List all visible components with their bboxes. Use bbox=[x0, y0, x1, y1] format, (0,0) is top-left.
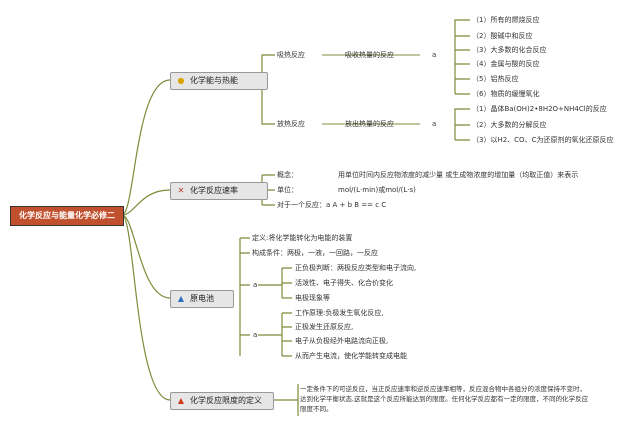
cell-group2-item: 工作原理:负极发生氧化反应, bbox=[295, 309, 384, 317]
exo-item: （2）大多数的分解反应 bbox=[472, 121, 547, 129]
branch-rate-label: 化学反应速率 bbox=[190, 186, 238, 195]
endo-item: （1）所有的燃烧反应 bbox=[472, 16, 540, 24]
rate-concept: 用单位时间内反应物浓度的减少量 或生成物浓度的增加量（均取正值）来表示 bbox=[338, 171, 579, 179]
limit-definition-text: 一定条件下的可逆反应，当正反应速率和逆反应速率相等，反应混合物中各组分的浓度保持… bbox=[300, 385, 589, 413]
cell-marker-2: a bbox=[253, 331, 258, 339]
endo-item: （2）酸碱中和反应 bbox=[472, 32, 533, 40]
branch-heat[interactable]: ● 化学能与热能 bbox=[170, 72, 268, 90]
cell-marker-1: a bbox=[253, 281, 258, 289]
exo-desc: 放出热量的反应 bbox=[345, 120, 394, 128]
fire-icon: ▲ bbox=[177, 396, 185, 405]
endo-item: （5）铝热反应 bbox=[472, 75, 519, 83]
branch-cell[interactable]: ▲ 原电池 bbox=[170, 290, 234, 308]
cell-definition: 定义:将化学能转化为电能的装置 bbox=[252, 234, 353, 242]
exo-item: （1）晶体Ba(OH)2•8H2O+NH4Cl的反应 bbox=[472, 105, 607, 113]
lightbulb-icon: ● bbox=[177, 76, 185, 85]
endo-desc: 吸收热量的反应 bbox=[345, 51, 394, 59]
exo-label: 放热反应 bbox=[277, 120, 305, 128]
endo-marker: a bbox=[432, 51, 437, 59]
rate-unit-label: 单位： bbox=[277, 186, 298, 194]
cell-group1-item: 电极现象等 bbox=[295, 294, 330, 302]
cell-conditions: 构成条件：两极，一液，一回路，一反应 bbox=[252, 249, 378, 257]
branch-cell-label: 原电池 bbox=[190, 294, 214, 303]
cell-group2-item: 电子从负极经外电路流向正极, bbox=[295, 337, 389, 345]
root-topic[interactable]: 化学反应与能量化学必修二 bbox=[10, 206, 124, 226]
cell-group1-item: 正负极判断：两极反应类型和电子流向, bbox=[295, 264, 417, 272]
cell-group2-item: 从而产生电流，使化学能转变成电能 bbox=[295, 352, 407, 360]
tools-icon: ✕ bbox=[177, 186, 185, 195]
rate-concept-label: 概念： bbox=[277, 171, 298, 179]
endo-item: （3）大多数的化合反应 bbox=[472, 46, 547, 54]
cell-group2-item: 正极发生还原反应, bbox=[295, 323, 354, 331]
rate-unit: mol/(L·min)或mol/(L·s) bbox=[338, 186, 416, 194]
branch-limit[interactable]: ▲ 化学反应限度的定义 bbox=[170, 392, 274, 410]
endo-label: 吸热反应 bbox=[277, 51, 305, 59]
rate-reaction: 对于一个反应：a A + b B == c C bbox=[277, 201, 387, 209]
exo-item: （3）以H2、CO、C为还原剂的氧化还原反应 bbox=[472, 136, 614, 144]
branch-heat-label: 化学能与热能 bbox=[190, 76, 238, 85]
endo-item: （6）物质的缓慢氧化 bbox=[472, 90, 540, 98]
flame-blue-icon: ▲ bbox=[177, 294, 185, 303]
branch-limit-label: 化学反应限度的定义 bbox=[190, 396, 262, 405]
branch-rate[interactable]: ✕ 化学反应速率 bbox=[170, 182, 268, 200]
endo-item: （4）金属与酸的反应 bbox=[472, 60, 540, 68]
exo-marker: a bbox=[432, 120, 437, 128]
cell-group1-item: 活泼性、电子得失、化合价变化 bbox=[295, 279, 393, 287]
